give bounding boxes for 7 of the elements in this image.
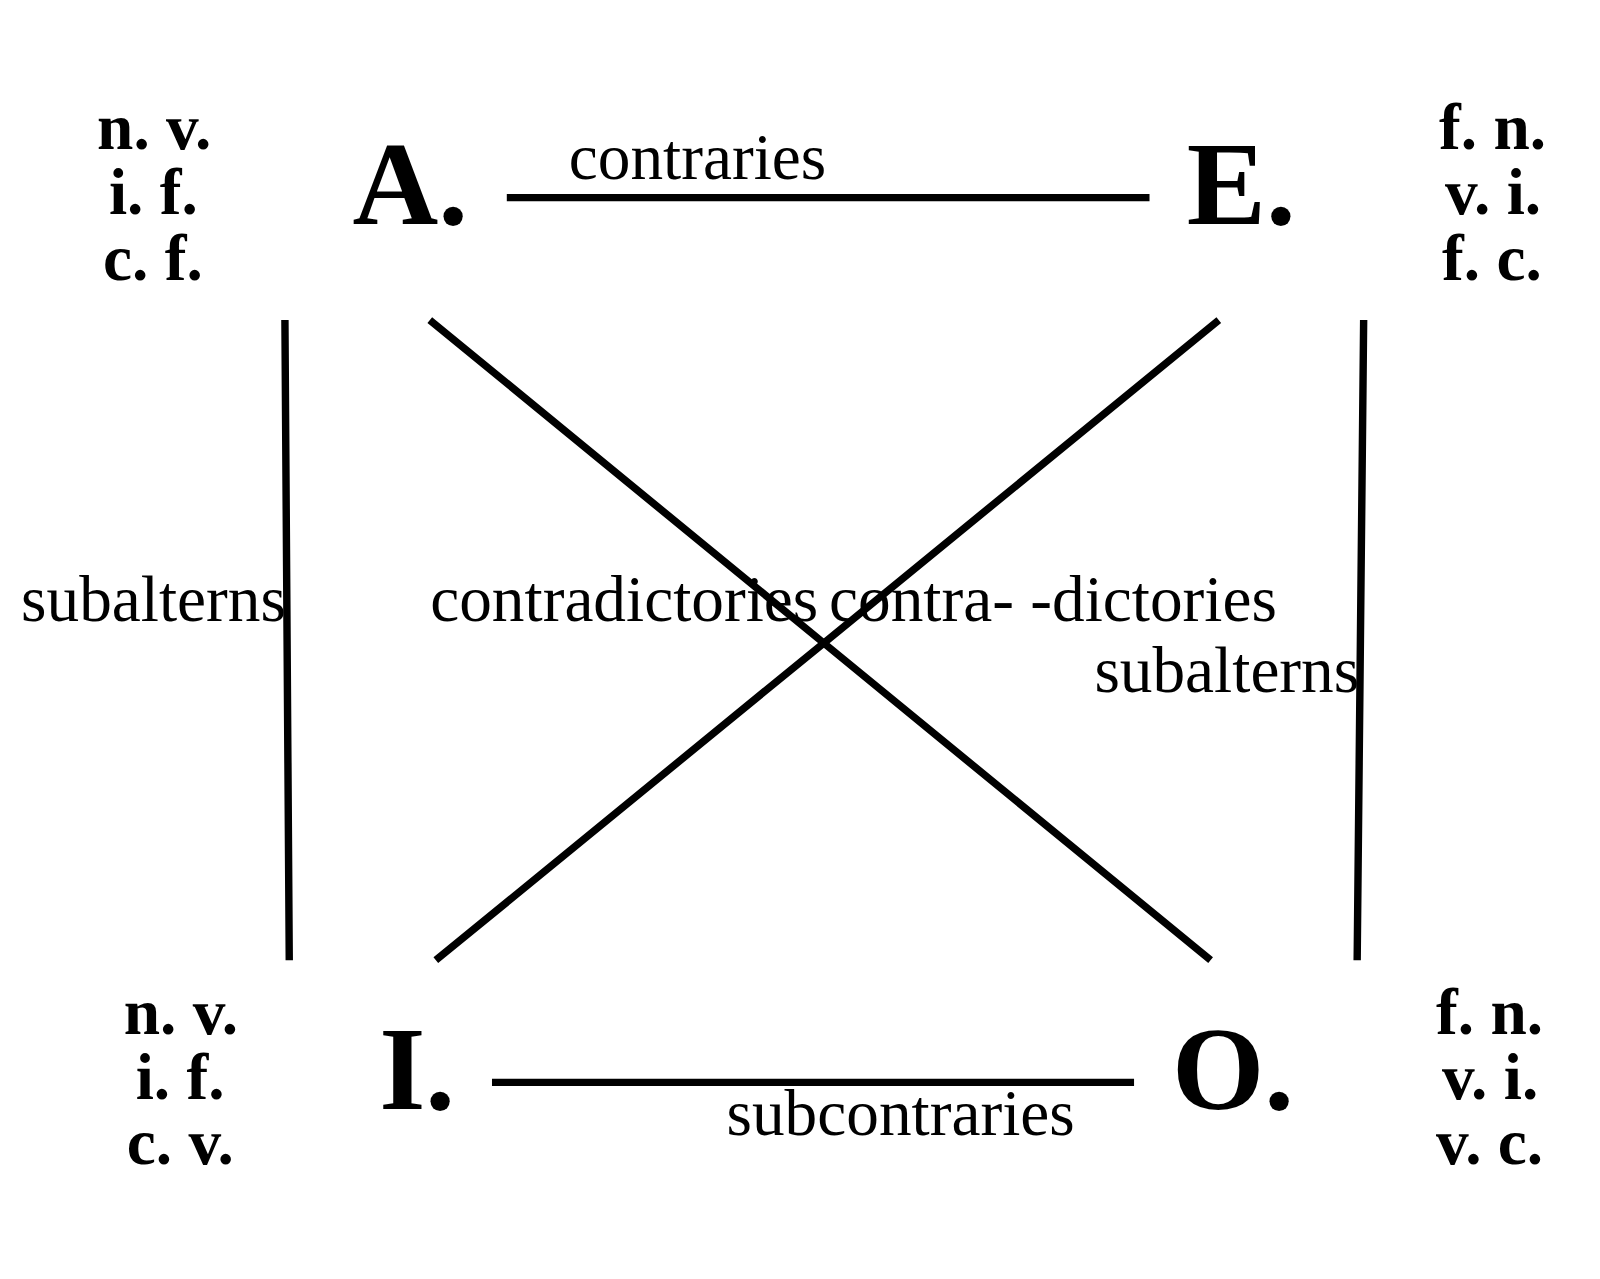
node-text: E. [1186,117,1296,250]
edge-label: contraries [568,120,827,193]
node-text: I. [379,1002,456,1135]
edge-label: subalterns [1094,633,1360,706]
node-text: O. [1171,1002,1294,1135]
edge-label: subcontraries [726,1076,1075,1149]
node-text: A. [352,117,468,250]
